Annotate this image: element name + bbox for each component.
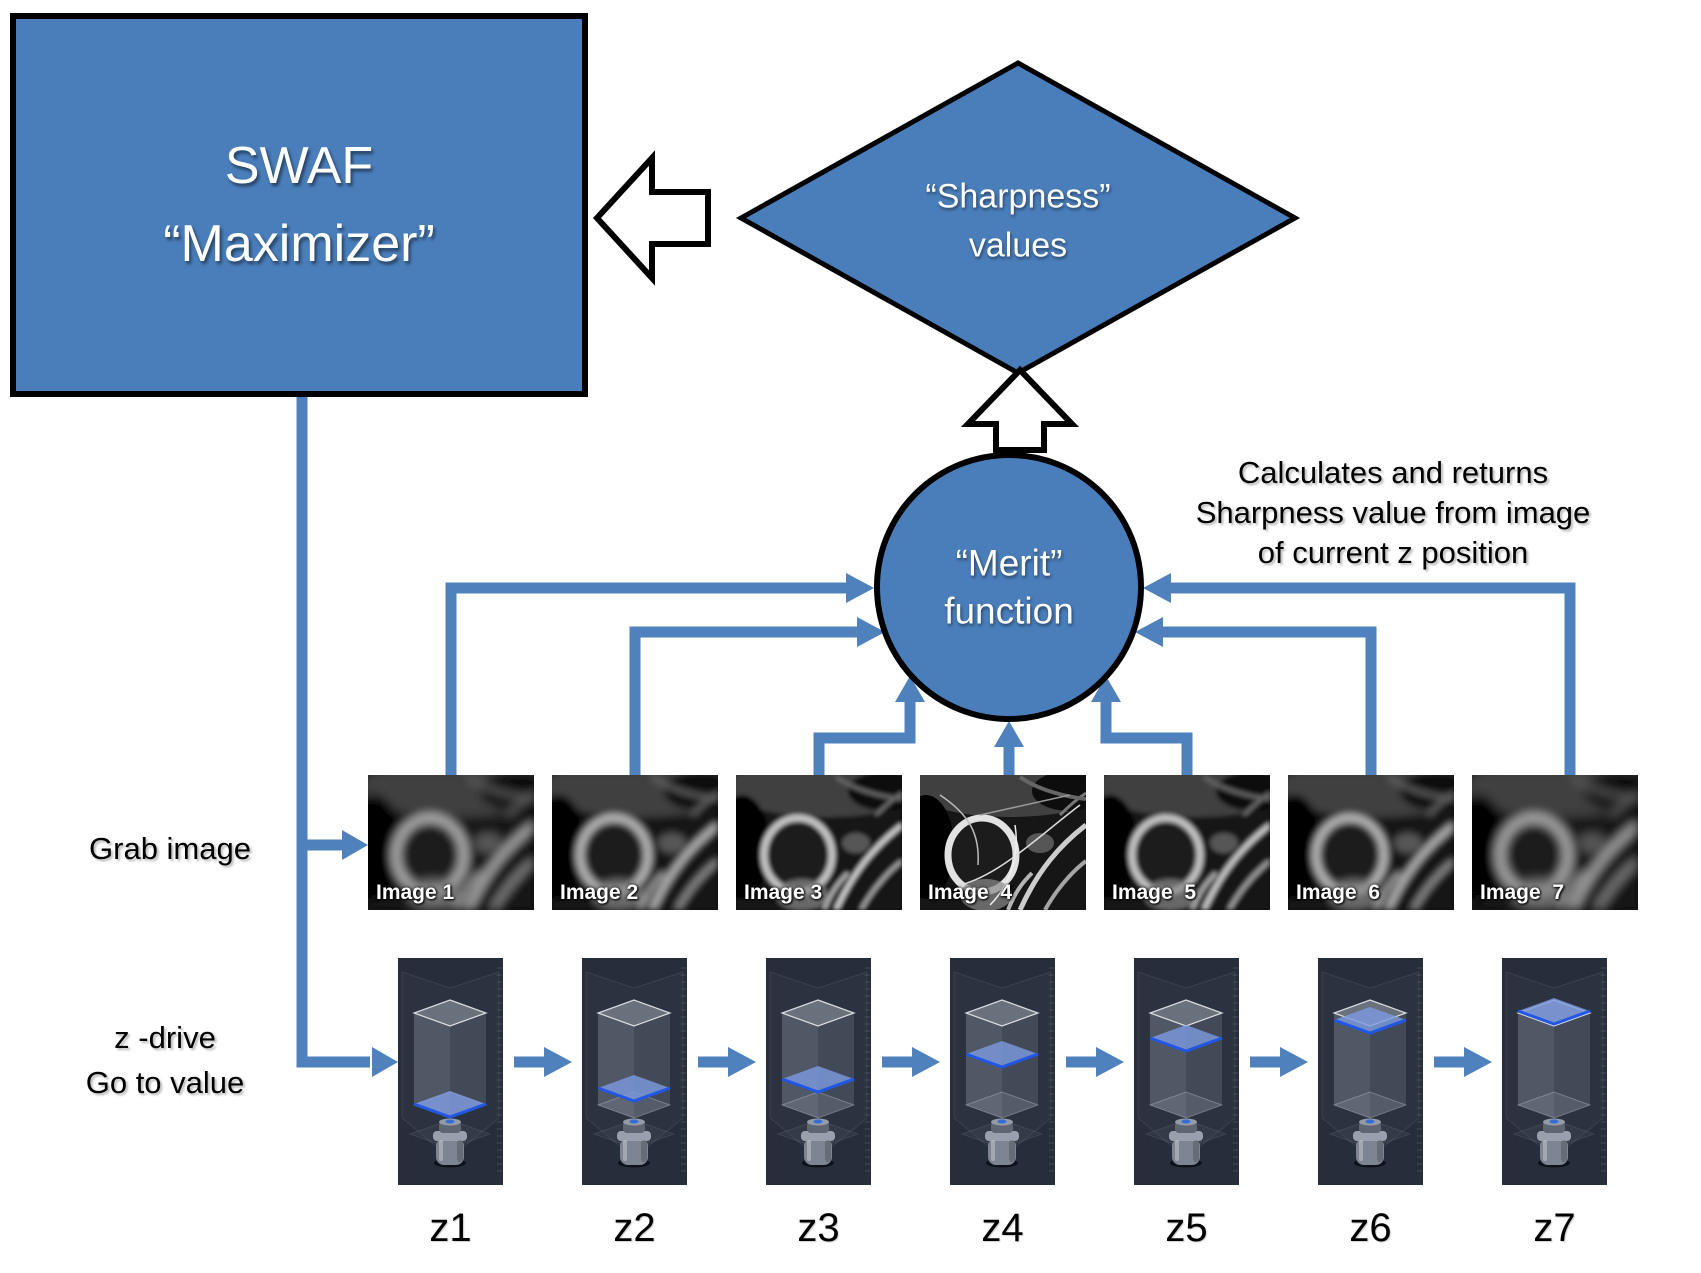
zdrive-arrowhead <box>372 1047 398 1077</box>
micrograph-image-7: Image 7 <box>1472 775 1638 910</box>
block-arrow-up-icon <box>960 365 1080 453</box>
z-position-label: z6 <box>1349 1206 1392 1250</box>
sharpness-diamond-line2: values <box>968 226 1068 265</box>
micrograph-svg <box>1472 775 1638 910</box>
merit-circle-line1: “Merit” <box>955 542 1063 584</box>
merit-note-line1: Calculates and returns <box>1237 454 1549 490</box>
image5-arrowhead <box>1091 676 1121 702</box>
flow-image3-to-merit <box>813 700 916 775</box>
image2-arrowhead <box>857 617 885 647</box>
z-chamber-svg <box>766 958 871 1185</box>
z-drive-label-line1: z -drive <box>114 1019 216 1055</box>
swaf-title-line1: SWAF <box>224 137 374 195</box>
z-position-label: z3 <box>797 1206 840 1250</box>
flow-image5-to-merit <box>1100 700 1193 775</box>
z-chamber-svg <box>1502 958 1607 1185</box>
image3-arrowhead <box>895 676 925 702</box>
image-label: Image 5 <box>1112 881 1197 904</box>
image-label: Image 1 <box>376 881 455 904</box>
z-position-label: z4 <box>981 1206 1024 1250</box>
z-position-label: z7 <box>1533 1206 1576 1250</box>
z-chamber-svg <box>950 958 1055 1185</box>
z-step-arrow-head <box>1096 1047 1124 1077</box>
image4-arrowhead <box>994 721 1024 747</box>
z-step-arrow-head <box>912 1047 940 1077</box>
micrograph-svg <box>736 775 902 910</box>
flow-image7-to-merit <box>1171 582 1576 775</box>
image1-arrowhead <box>846 573 874 603</box>
z-step-arrow-head <box>728 1047 756 1077</box>
z-stack-panel-7 <box>1502 958 1607 1185</box>
z-chamber-svg <box>1318 958 1423 1185</box>
z-stack-panel-1 <box>398 958 503 1185</box>
merit-note-line2: Sharpness value from image <box>1195 494 1591 530</box>
grab-image-arrowhead <box>342 830 368 860</box>
z-step-arrows <box>514 1047 1492 1077</box>
micrograph-svg <box>1104 775 1270 910</box>
z-position-label: z2 <box>613 1206 656 1250</box>
micrograph-svg <box>920 775 1086 910</box>
z-stack-panel-4 <box>950 958 1055 1185</box>
z-step-arrow-head <box>544 1047 572 1077</box>
sharpness-diamond-line1: “Sharpness” <box>925 177 1111 216</box>
micrograph-image-3: Image 3 <box>736 775 902 910</box>
micrograph-image-6: Image 6 <box>1288 775 1454 910</box>
flow-image6-to-merit <box>1163 626 1377 775</box>
flow-image1-to-merit <box>445 582 846 775</box>
z-position-label: z1 <box>429 1206 472 1250</box>
image-label: Image 7 <box>1480 881 1565 904</box>
image-label: Image 2 <box>560 881 639 904</box>
sharpness-diamond-shape <box>735 60 1301 376</box>
z-stack-panel-5 <box>1134 958 1239 1185</box>
image6-arrowhead <box>1135 617 1163 647</box>
swaf-title-line2: “Maximizer” <box>163 215 435 273</box>
image-label: Image 4 <box>928 881 1013 904</box>
micrograph-image-4: Image 4 <box>920 775 1086 910</box>
z-drive-label-line2: Go to value <box>85 1064 245 1100</box>
z-stack-panel-2 <box>582 958 687 1185</box>
z-chamber-svg <box>1134 958 1239 1185</box>
flow-image2-to-merit <box>629 626 857 775</box>
z-step-arrow-head <box>1280 1047 1308 1077</box>
micrograph-image-5: Image 5 <box>1104 775 1270 910</box>
image-label: Image 3 <box>744 881 823 904</box>
z-step-arrow-head <box>1464 1047 1492 1077</box>
micrograph-image-2: Image 2 <box>552 775 718 910</box>
micrograph-svg <box>1288 775 1454 910</box>
merit-circle-shape <box>874 452 1144 722</box>
z-chamber-svg <box>398 958 503 1185</box>
merit-circle-line2: function <box>944 590 1074 632</box>
z-chamber-svg <box>582 958 687 1185</box>
micrograph-svg <box>368 775 534 910</box>
micrograph-svg <box>552 775 718 910</box>
swaf-maximizer-box: SWAF “Maximizer” <box>10 13 588 397</box>
z-position-label: z5 <box>1165 1206 1208 1250</box>
z-stack-panel-6 <box>1318 958 1423 1185</box>
image7-arrowhead <box>1143 573 1171 603</box>
z-stack-panel-3 <box>766 958 871 1185</box>
micrograph-image-1: Image 1 <box>368 775 534 910</box>
block-arrow-left-icon <box>592 150 711 286</box>
image-label: Image 6 <box>1296 881 1381 904</box>
merit-note-line3: of current z position <box>1257 534 1529 570</box>
flow-swaf-to-zdrive <box>296 397 370 1068</box>
grab-image-label: Grab image <box>89 830 251 866</box>
